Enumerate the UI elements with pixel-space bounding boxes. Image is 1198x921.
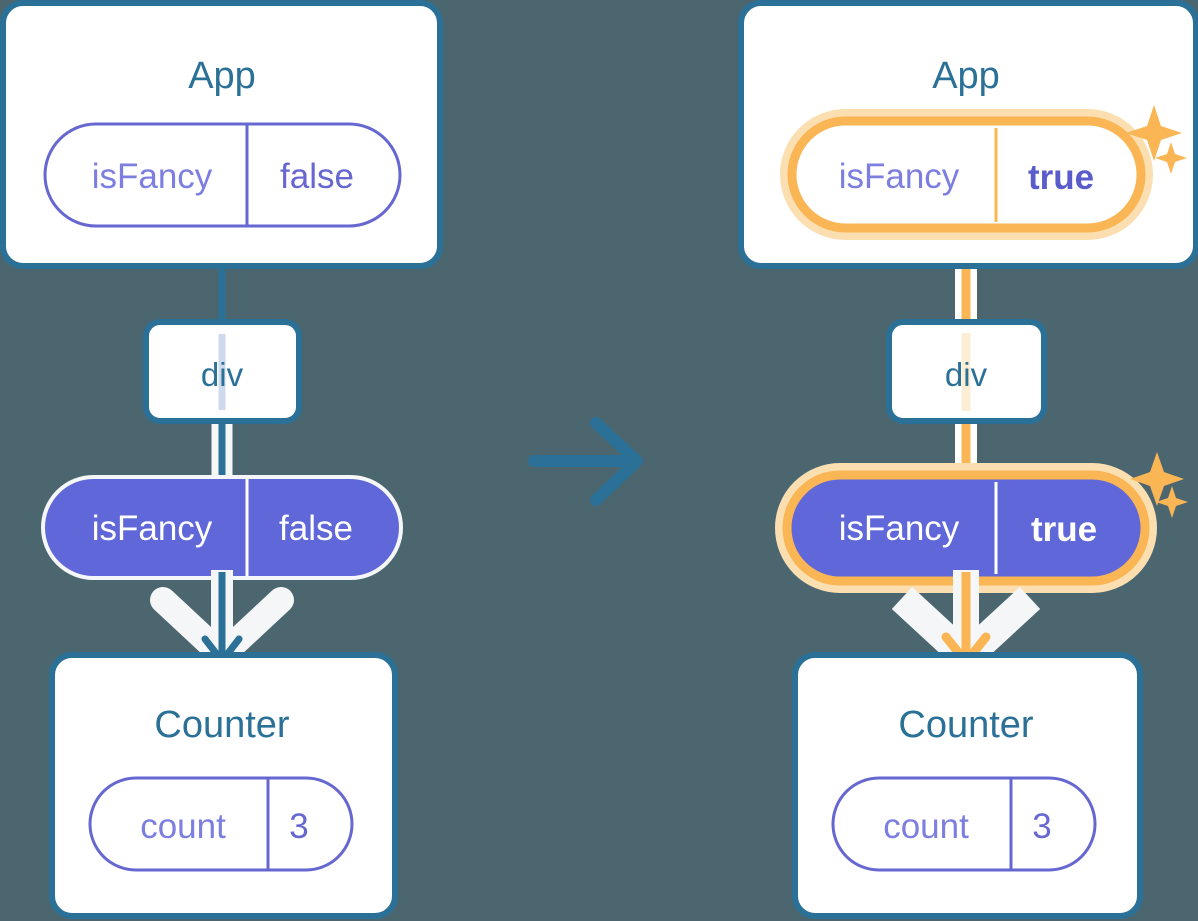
after-group: App isFancy true div isFancy true (738, 0, 1198, 919)
after-counter-state-pill (831, 776, 1097, 872)
before-counter-state-key: count (140, 807, 226, 846)
before-counter-title: Counter (154, 704, 290, 746)
after-sparkle-small-app-icon (1155, 142, 1187, 174)
before-prop-value: false (279, 509, 353, 548)
after-counter-state-value: 3 (1032, 807, 1051, 846)
before-counter-state-value: 3 (289, 807, 308, 846)
after-app-state-value: true (1028, 158, 1094, 197)
after-app-state-glow (780, 109, 1153, 240)
after-app-state-key: isFancy (839, 157, 960, 196)
after-counter-state-key: count (883, 807, 969, 846)
before-div-label: div (201, 356, 244, 393)
after-sparkle-large-prop-icon (1130, 452, 1184, 506)
after-counter-title: Counter (898, 704, 1034, 746)
after-sparkle-large-app-icon (1126, 105, 1182, 161)
before-group: App isFancy false div isFancy false (0, 0, 443, 919)
after-sparkle-small-prop-icon (1156, 486, 1188, 518)
after-app-state-ring (787, 116, 1146, 233)
after-div-label: div (945, 356, 988, 393)
before-app-state-pill (43, 122, 402, 228)
before-prop-key: isFancy (92, 509, 213, 548)
before-app-title: App (188, 55, 256, 97)
before-app-state-key: isFancy (92, 157, 213, 196)
transition-arrow-right-icon (528, 417, 643, 506)
after-prop-key: isFancy (839, 509, 960, 548)
before-propagation-arrow-blue (201, 572, 243, 665)
before-counter-state-pill (88, 776, 354, 872)
before-app-state-value: false (280, 157, 354, 196)
after-prop-value: true (1031, 510, 1097, 549)
after-app-title: App (932, 55, 1000, 97)
